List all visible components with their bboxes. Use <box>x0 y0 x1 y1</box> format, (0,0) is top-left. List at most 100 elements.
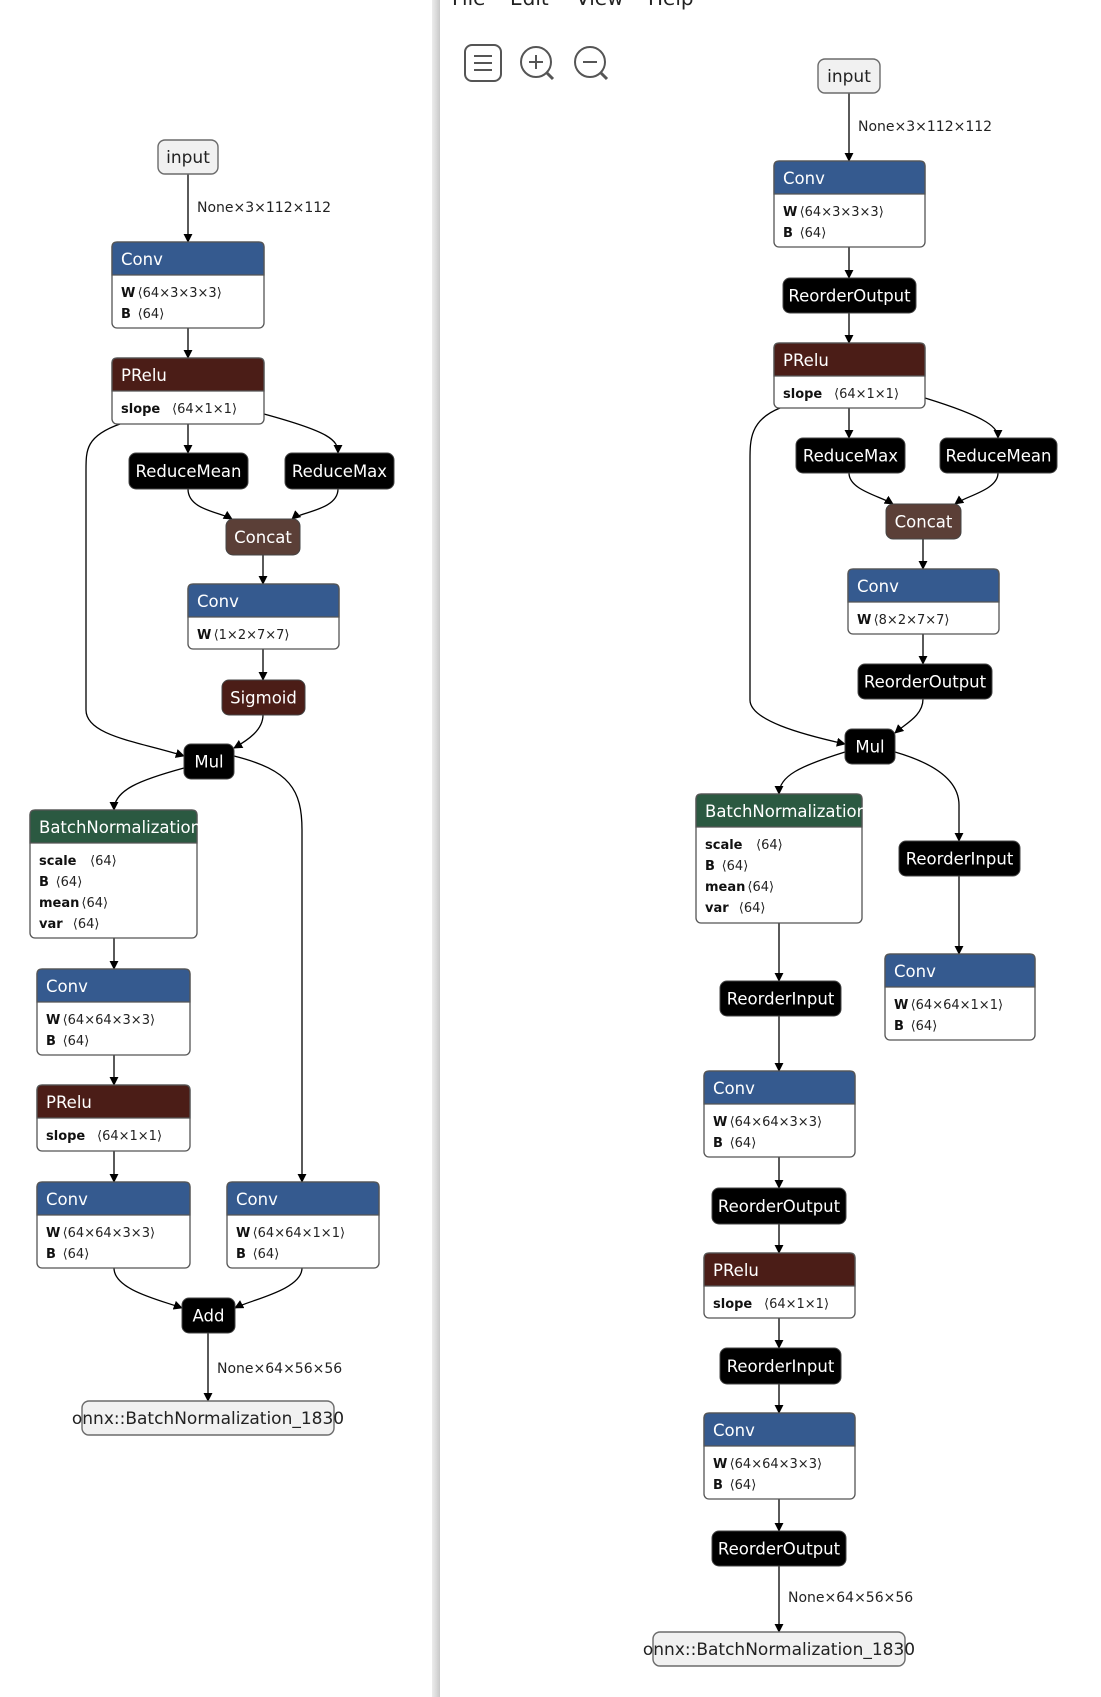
right-node-concat-5[interactable]: Concat <box>885 503 962 540</box>
attr-value: ⟨64⟩ <box>81 896 108 911</box>
menu-view[interactable]: View <box>576 0 623 10</box>
left-node-mul-7[interactable]: Mul <box>183 743 235 780</box>
attr-name: slope <box>121 402 160 417</box>
node-title: Mul <box>855 738 884 757</box>
attr-value: ⟨64⟩ <box>253 1247 280 1262</box>
left-node-add-13[interactable]: Add <box>181 1297 236 1334</box>
edge-10 <box>109 767 185 811</box>
attr-value: ⟨64⟩ <box>730 1478 757 1493</box>
attr-value: ⟨64⟩ <box>911 1019 938 1034</box>
edge-8 <box>233 714 264 749</box>
right-node-reorderinput-12[interactable]: ReorderInput <box>719 980 842 1017</box>
menu-bar: File Edit View Help <box>440 0 1101 12</box>
attr-name: B <box>705 859 715 874</box>
node-title: ReorderOutput <box>718 1197 841 1216</box>
node-title: PRelu <box>783 351 829 370</box>
left-node-batchnormalization-8[interactable]: BatchNormalizationscale⟨64⟩B⟨64⟩mean⟨64⟩… <box>29 809 201 939</box>
node-title: Add <box>193 1307 225 1326</box>
menu-icon[interactable] <box>464 44 502 82</box>
attr-value: ⟨64×3×3×3⟩ <box>800 205 884 220</box>
right-node-reducemax-3[interactable]: ReduceMax <box>795 437 906 474</box>
left-output-shape-label: None×64×56×56 <box>217 1361 342 1377</box>
attr-name: W <box>857 613 871 628</box>
attr-name: W <box>783 205 797 220</box>
attr-value: ⟨64⟩ <box>63 1034 90 1049</box>
attr-name: B <box>713 1478 723 1493</box>
attr-name: var <box>39 917 63 932</box>
edge-5 <box>291 488 339 520</box>
attr-value: ⟨64⟩ <box>90 854 117 869</box>
pane-divider[interactable] <box>432 0 440 1697</box>
zoom-out-icon[interactable] <box>572 44 610 82</box>
attr-value: ⟨64×64×3×3⟩ <box>730 1457 822 1472</box>
node-title: ReduceMax <box>803 447 898 466</box>
right-node-reducemean-4[interactable]: ReduceMean <box>939 437 1058 474</box>
node-title: ReduceMean <box>136 462 242 481</box>
attr-name: B <box>46 1034 56 1049</box>
zoom-in-icon[interactable] <box>518 44 556 82</box>
menu-edit[interactable]: Edit <box>510 0 549 10</box>
attr-name: slope <box>783 387 822 402</box>
attr-value: ⟨64⟩ <box>730 1136 757 1151</box>
attr-name: B <box>236 1247 246 1262</box>
right-node-reorderoutput-18[interactable]: ReorderOutput <box>711 1530 847 1567</box>
node-title: Conv <box>713 1421 755 1440</box>
right-node-reorderoutput-1[interactable]: ReorderOutput <box>782 277 917 314</box>
edge-3 <box>263 413 343 454</box>
right-node-reorderinput-16[interactable]: ReorderInput <box>719 1347 842 1385</box>
left-input-node[interactable]: input <box>157 139 219 175</box>
attr-value: ⟨64⟩ <box>63 1247 90 1262</box>
edge-30 <box>894 751 964 842</box>
left-node-concat-4[interactable]: Concat <box>225 518 301 556</box>
attr-name: W <box>894 998 908 1013</box>
node-title: ReorderInput <box>906 850 1014 869</box>
right-node-reorderinput-10[interactable]: ReorderInput <box>898 840 1021 877</box>
right-node-reorderoutput-14[interactable]: ReorderOutput <box>711 1187 847 1225</box>
right-output-node[interactable]: onnx::BatchNormalization_1830 <box>643 1631 915 1667</box>
attr-value: ⟨64×64×3×3⟩ <box>63 1226 155 1241</box>
attr-value: ⟨64×64×1×1⟩ <box>911 998 1003 1013</box>
attr-name: W <box>46 1013 60 1028</box>
left-node-sigmoid-6[interactable]: Sigmoid <box>221 679 306 716</box>
attr-value: ⟨8×2×7×7⟩ <box>874 613 950 628</box>
attr-value: ⟨64×1×1⟩ <box>764 1297 829 1312</box>
attr-value: ⟨64×64×3×3⟩ <box>63 1013 155 1028</box>
menu-help[interactable]: Help <box>648 0 694 10</box>
attr-value: ⟨64⟩ <box>756 838 783 853</box>
left-node-reducemean-2[interactable]: ReduceMean <box>128 452 249 490</box>
node-title: Conv <box>857 577 899 596</box>
attr-name: W <box>236 1226 250 1241</box>
left-node-reducemax-3[interactable]: ReduceMax <box>284 452 395 490</box>
right-input-node[interactable]: input <box>817 58 881 94</box>
right-node-batchnormalization-9[interactable]: BatchNormalizationscale⟨64⟩B⟨64⟩mean⟨64⟩… <box>695 793 867 924</box>
right-node-reorderoutput-7[interactable]: ReorderOutput <box>857 663 993 700</box>
right-node-mul-8[interactable]: Mul <box>844 728 896 765</box>
edge-28 <box>749 407 846 747</box>
node-title: Sigmoid <box>230 689 297 708</box>
attr-name: B <box>46 1247 56 1262</box>
node-title: BatchNormalization <box>705 802 867 821</box>
attr-name: slope <box>713 1297 752 1312</box>
node-title: ReduceMax <box>292 462 387 481</box>
left-output-node[interactable]: onnx::BatchNormalization_1830 <box>72 1400 344 1436</box>
node-title: PRelu <box>121 366 167 385</box>
menu-file[interactable]: File <box>452 0 485 10</box>
edge-23 <box>848 472 894 505</box>
attr-name: B <box>713 1136 723 1151</box>
node-title: ReorderInput <box>727 1357 835 1376</box>
edge-21 <box>924 397 1003 439</box>
